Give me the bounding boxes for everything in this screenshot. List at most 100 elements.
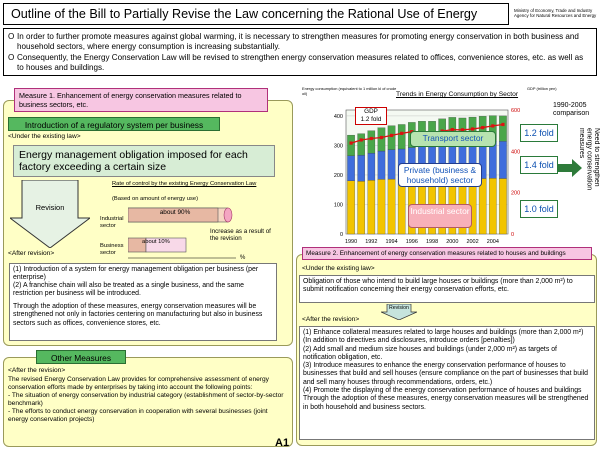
m2-after-item-4: (4) Promote the displaying of the energy… [303, 387, 582, 395]
industrial-sector-label: Industrial sector [100, 216, 124, 229]
y-tick-label: 400 [334, 114, 343, 120]
y2-tick-label: 200 [511, 191, 520, 197]
gdp-point [491, 124, 495, 128]
intro-paragraph-1: In order to further promote measures aga… [17, 32, 579, 52]
page-label: A1 [275, 437, 290, 449]
bar-segment [499, 178, 507, 235]
bar-segment [347, 180, 355, 235]
after-revision-header: <After revision> [8, 250, 55, 257]
y-tick-label: 300 [334, 143, 343, 149]
bullet-marker: O [8, 32, 15, 41]
bar-segment [387, 125, 396, 150]
chart-ylabel-right: GDP (trillion yen) [527, 86, 557, 91]
gdp-point [470, 127, 475, 131]
chart-title: Trends in Energy Consumption by Sector [396, 91, 519, 98]
gdp-callout-title: GDP [364, 108, 378, 115]
transport-sector-label: Transport sector [410, 131, 496, 147]
gdp-point [481, 125, 485, 130]
m2-after-item-2: (2) Add small and medium size houses and… [303, 345, 557, 361]
gdp-callout: GDP 1.2 fold [355, 107, 387, 125]
need-arrow [558, 159, 582, 177]
x-tick-label: 2002 [466, 239, 478, 245]
other-text-2: - The situation of energy conservation b… [8, 391, 284, 407]
chart-ylabel-left: Energy consumption (equivalent to 1 mill… [302, 86, 397, 96]
bar-segment [397, 179, 406, 235]
after-summary: Through the adoption of these measures, … [13, 303, 263, 327]
gdp-point [379, 135, 384, 140]
other-measures-panel [3, 357, 293, 447]
other-measures-label: Other Measures [36, 350, 126, 364]
after-item-2: (2) A franchise chain will also be treat… [13, 282, 244, 298]
about-90-label: about 90% [159, 209, 191, 216]
bar-segment [367, 152, 376, 181]
measure1-label: Measure 1. Enhancement of energy conserv… [14, 88, 268, 112]
bar-segment [397, 124, 406, 150]
private-fold-box: 1.4 fold [520, 156, 558, 174]
after-item-1: (1) Introduction of a system for energy … [13, 266, 259, 282]
bar-segment [478, 178, 487, 235]
ministry-line: Ministry of Economy, Trade and Industry [514, 8, 593, 13]
about-10-label: about 10% [142, 239, 170, 245]
bar-segment [347, 155, 355, 181]
control-rate-bars [128, 207, 236, 259]
bar-segment [357, 155, 365, 182]
other-text-box: The revised Energy Conservation Law prov… [8, 376, 284, 423]
x-tick-label: 1990 [345, 239, 357, 245]
regulatory-system-label: Introduction of a regulatory system per … [8, 117, 220, 131]
y2-tick-label: 600 [511, 108, 520, 114]
gdp-point [369, 136, 373, 141]
comparison-label: 1990-2005 comparison [553, 102, 590, 118]
m2-after-box: (1) Enhance collateral measures related … [299, 326, 595, 440]
obligation-box: Energy management obligation imposed for… [13, 145, 275, 177]
ministry-credit: Ministry of Economy, Trade and Industry … [514, 8, 598, 18]
percent-axis-label: % [240, 255, 246, 261]
bar-segment [367, 180, 376, 235]
m2-after-summary: Through the adoption of these measures, … [303, 395, 589, 411]
gdp-point [460, 128, 465, 132]
page-title: Outline of the Bill to Partially Revise … [3, 3, 509, 25]
bar-segment [367, 130, 376, 154]
m2-existing-header: <Under the existing law> [302, 265, 375, 272]
bar-segment [387, 149, 396, 180]
intro-paragraph-2: Consequently, the Energy Conservation La… [17, 52, 584, 73]
control-rate-title: Rate of control by the existing Energy C… [112, 181, 257, 187]
m2-after-item-3: (3) Introduce measures to enhance the en… [303, 362, 588, 386]
revision-arrow [10, 180, 90, 248]
m2-after-item-1: (1) Enhance collateral measures related … [303, 329, 584, 345]
gdp-point [359, 138, 363, 142]
industrial-fold-box: 1.0 fold [520, 200, 558, 218]
industrial-sector-chart-label: Industrial sector [408, 204, 472, 228]
transport-fold-box: 1.2 fold [520, 124, 558, 142]
x-tick-label: 1992 [365, 239, 377, 245]
gdp-point [450, 128, 454, 132]
m2-revision-arrow [381, 304, 417, 320]
y2-tick-label: 400 [511, 149, 520, 155]
measure2-label: Measure 2. Enhancement of energy conserv… [302, 247, 592, 260]
m2-after-header: <After the revision> [302, 316, 360, 323]
bar-segment [499, 141, 507, 179]
y2-tick-label: 0 [511, 232, 514, 238]
bar-segment [357, 133, 365, 156]
need-strengthen-note: Need to strengthen energy conservation m… [578, 128, 600, 191]
other-after-header: <After the revision> [8, 367, 66, 374]
gdp-callout-fold: 1.2 fold [360, 115, 382, 123]
x-tick-label: 1996 [406, 239, 418, 245]
bar-segment [377, 150, 386, 180]
bar-segment [387, 178, 396, 235]
after-revision-text-box: (1) Introduction of a system for energy … [9, 263, 277, 341]
bar-segment [489, 178, 497, 235]
bullet-marker: O [8, 52, 15, 62]
bar-segment [377, 127, 386, 152]
control-rate-subtitle: (Based on amount of energy use) [112, 196, 199, 202]
gdp-point [400, 131, 404, 135]
y-tick-label: 200 [334, 173, 343, 179]
other-text-3: - The efforts to conduct energy conserva… [8, 407, 268, 423]
x-tick-label: 1994 [385, 239, 397, 245]
gdp-point [389, 133, 394, 138]
bar-segment [347, 134, 355, 156]
m2-revision-label: Revision [389, 305, 409, 311]
gdp-point [501, 122, 505, 127]
other-text-1: The revised Energy Conservation Law prov… [8, 376, 269, 391]
m2-existing-box: Obligation of those who intend to build … [299, 275, 595, 303]
